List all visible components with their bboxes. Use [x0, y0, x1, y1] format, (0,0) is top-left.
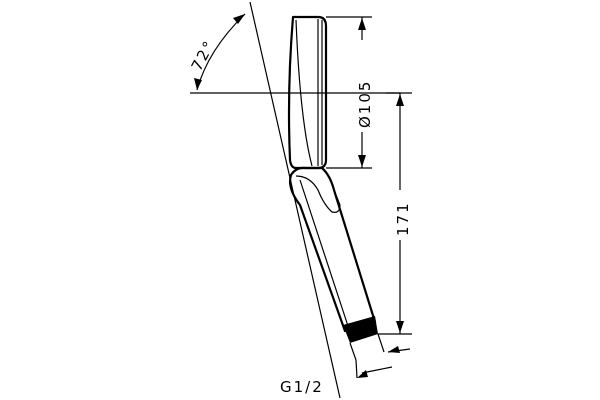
length-label: 171	[394, 201, 412, 236]
thread-label: G1/2	[280, 378, 324, 396]
head-diameter-label: Ø105	[356, 80, 374, 128]
length-dimension: 171	[378, 92, 412, 335]
angle-label: 72°	[188, 37, 219, 74]
thread-connector	[343, 316, 385, 361]
thread-dimension: G1/2	[280, 346, 411, 396]
shower-handle	[288, 166, 377, 333]
diameter-dimension: Ø105	[326, 16, 374, 169]
angle-dimension: 72°	[188, 1, 400, 399]
